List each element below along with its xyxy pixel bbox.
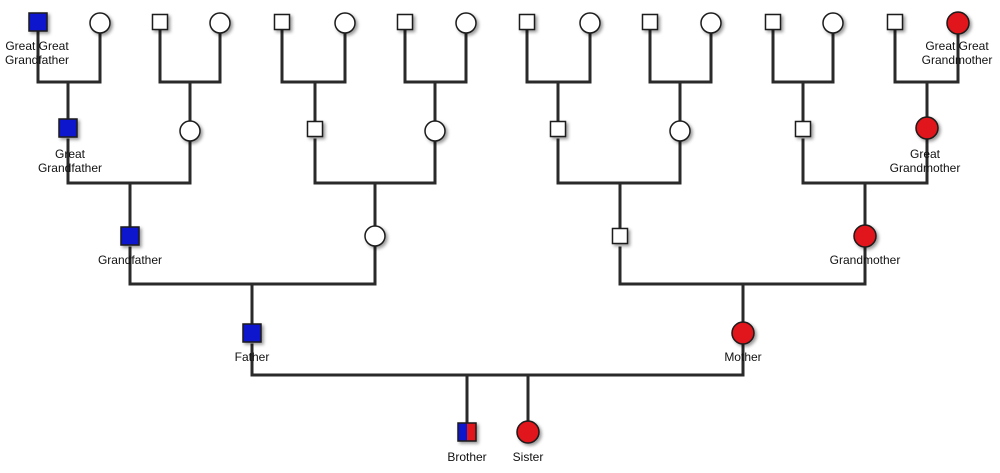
great-great-grandmother-circle-4	[455, 12, 477, 34]
great-great-grandfather-square-5	[518, 13, 536, 31]
label-sister: Sister	[513, 450, 544, 464]
label-great-grandmother-line-1: Great	[910, 147, 941, 161]
label-father: Father	[235, 350, 270, 364]
great-great-grandmother-circle-6	[700, 12, 722, 34]
great-grandfather-square-2	[306, 120, 324, 138]
great-great-grandfather-square-1	[28, 12, 48, 32]
grandmother-circle-maternal	[853, 224, 877, 248]
great-great-grandmother-circle-5	[579, 12, 601, 34]
great-great-grandfather-square-7	[764, 13, 782, 31]
connector-lines	[36, 24, 960, 427]
pair-line-parents	[250, 343, 745, 377]
grandfather-square-maternal	[611, 227, 629, 245]
great-grandmother-circle-1	[179, 120, 201, 142]
great-great-grandfather-square-8	[886, 13, 904, 31]
person-nodes	[28, 11, 970, 444]
grandmother-circle-paternal	[364, 225, 386, 247]
pair-line-gen3-1	[128, 244, 377, 286]
great-grandmother-circle-2	[424, 120, 446, 142]
great-great-grandmother-circle-3	[334, 12, 356, 34]
label-great-great-grandfather-line-2: Grandfather	[5, 53, 69, 67]
brother-square	[457, 422, 477, 442]
father-square	[242, 323, 262, 343]
label-great-grandfather-line-2: Grandfather	[38, 161, 102, 175]
great-grandmother-circle-3	[669, 120, 691, 142]
pair-line-gen5-7	[771, 24, 835, 84]
pair-line-gen5-6	[648, 24, 713, 84]
great-great-grandmother-circle-1	[89, 12, 111, 34]
label-great-great-grandfather-line-1: Great Great	[5, 39, 69, 53]
label-grandmother: Grandmother	[830, 253, 901, 267]
pair-line-gen5-2	[158, 24, 222, 84]
label-great-grandfather-line-1: Great	[55, 147, 86, 161]
label-great-great-grandmother-line-2: Grandmother	[922, 53, 993, 67]
great-great-grandfather-square-3	[273, 13, 291, 31]
grandfather-square-paternal	[120, 226, 140, 246]
pair-line-gen5-4	[403, 24, 468, 84]
great-great-grandfather-square-4	[396, 13, 414, 31]
pair-line-gen5-5	[525, 24, 592, 84]
pair-line-gen4-3	[556, 136, 682, 185]
label-great-great-grandmother-line-1: Great Great	[925, 39, 989, 53]
great-grandfather-square-3	[549, 120, 567, 138]
great-great-grandmother-circle-2	[209, 12, 231, 34]
pair-line-gen5-3	[280, 24, 347, 84]
great-grandfather-square-4	[794, 120, 812, 138]
label-brother: Brother	[447, 450, 486, 464]
great-grandfather-square-1	[58, 118, 78, 138]
pair-line-gen4-2	[313, 136, 437, 185]
label-grandfather: Grandfather	[98, 253, 162, 267]
sister-circle	[516, 420, 540, 444]
great-great-grandfather-square-2	[151, 13, 169, 31]
great-great-grandmother-circle-8	[946, 11, 970, 35]
great-great-grandmother-circle-7	[822, 12, 844, 34]
label-great-grandmother-line-2: Grandmother	[890, 161, 961, 175]
great-great-grandfather-square-6	[641, 13, 659, 31]
great-grandmother-circle-4	[915, 116, 939, 140]
label-mother: Mother	[724, 350, 761, 364]
mother-circle	[731, 321, 755, 345]
pair-line-gen3-2	[618, 244, 867, 286]
